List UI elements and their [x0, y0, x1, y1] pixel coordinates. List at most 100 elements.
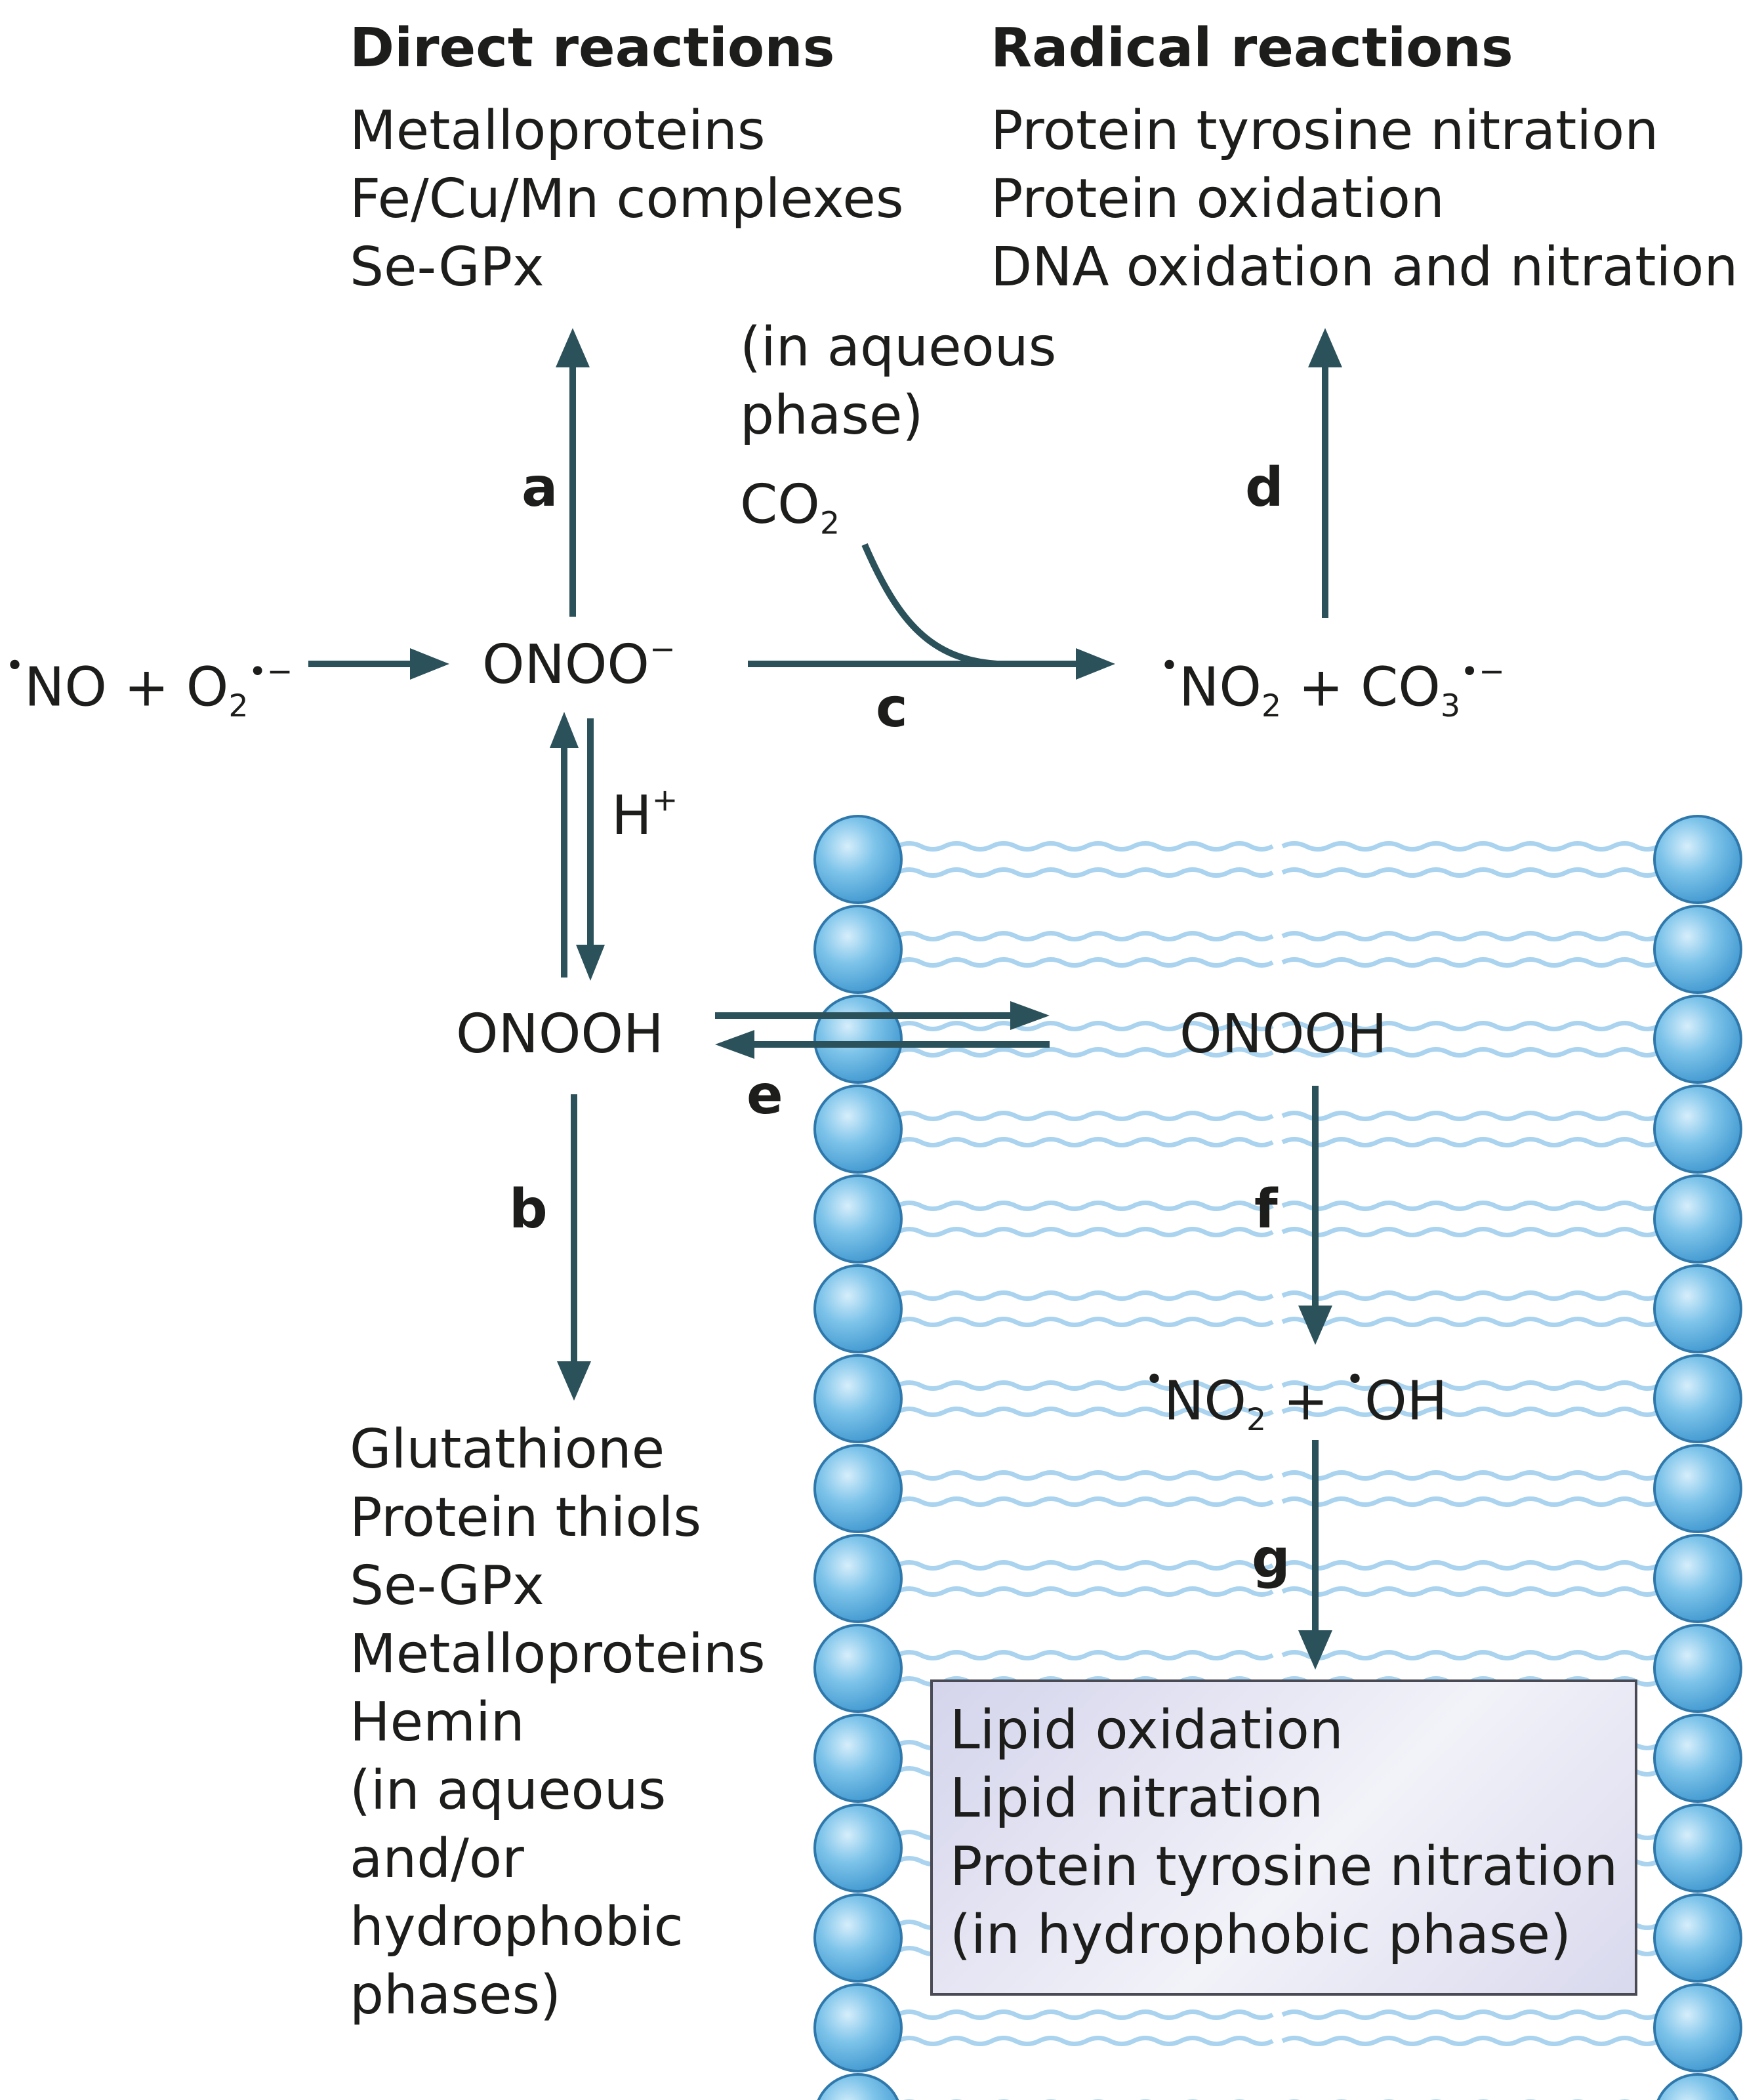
lipid-tail — [896, 1407, 1274, 1417]
lipid-head — [813, 905, 903, 994]
heading-direct-reactions: Direct reactions — [350, 17, 835, 79]
lipid-tail — [1281, 1137, 1660, 1147]
lipid-tail — [1281, 1586, 1660, 1597]
lipid-bilayer — [813, 815, 1742, 2100]
label-d: d — [1245, 457, 1284, 519]
reactants-no-superoxide: •NO + O2•− — [5, 646, 293, 724]
arrow-f-head — [1298, 1306, 1332, 1345]
lipid-tail — [1281, 1650, 1660, 1660]
lipid-tail — [896, 1111, 1274, 1121]
lipid-head — [1653, 1624, 1742, 1713]
lipid-item: Lipid oxidation — [950, 1699, 1344, 1761]
thiol-item: phases) — [350, 1964, 562, 2027]
lipid-head — [817, 2073, 899, 2100]
aqueous-phase-note: phase) — [740, 384, 924, 447]
lipid-tail — [1281, 1227, 1660, 1237]
lipid-head — [813, 1534, 903, 1623]
lipid-head — [1653, 1174, 1742, 1264]
peroxynitrous-acid-aqueous: ONOOH — [456, 1003, 664, 1065]
lipid-tail — [1281, 931, 1660, 941]
arrow-formation-head — [410, 648, 449, 680]
lipid-head — [813, 815, 903, 904]
thiol-item: Glutathione — [350, 1418, 665, 1481]
direct-item: Metalloproteins — [350, 100, 766, 162]
peroxynitrous-acid-membrane: ONOOH — [1179, 1003, 1387, 1065]
label-e: e — [747, 1064, 783, 1126]
proton-label: H+ — [611, 782, 678, 847]
lipid-tail — [1281, 1047, 1660, 1058]
lipid-head — [1653, 1354, 1742, 1443]
lipid-tail — [896, 957, 1274, 968]
lipid-tail — [1281, 1407, 1660, 1417]
lipid-tail — [896, 931, 1274, 941]
lipid-tail — [896, 1470, 1274, 1481]
direct-item: Se-GPx — [350, 236, 544, 299]
lipid-tail — [1281, 841, 1660, 852]
lipid-tail — [1281, 2009, 1660, 2020]
lipid-tail — [896, 841, 1274, 852]
lipid-products-box — [930, 1679, 1637, 1996]
radical-item: DNA oxidation and nitration — [991, 236, 1738, 299]
lipid-head — [1653, 905, 1742, 994]
thiol-item: Metalloproteins — [350, 1623, 766, 1685]
lipid-head — [813, 1354, 903, 1443]
lipid-head — [1653, 1444, 1742, 1533]
co2-merge-curve — [861, 543, 998, 667]
thiol-item: Protein thiols — [350, 1487, 702, 1549]
arrow-c-head — [1076, 648, 1115, 680]
lipid-item: Protein tyrosine nitration — [950, 1836, 1618, 1898]
lipid-head — [813, 1983, 903, 2072]
arrow-e-left-head — [715, 1030, 754, 1059]
lipid-head — [1653, 995, 1742, 1084]
lipid-head — [1653, 1534, 1742, 1623]
lipid-tail — [1281, 957, 1660, 968]
arrow-g-head — [1298, 1630, 1332, 1670]
lipid-head — [1653, 1983, 1742, 2072]
lipid-item: Lipid nitration — [950, 1767, 1324, 1830]
lipid-tail — [896, 1317, 1274, 1327]
thiol-item: and/or — [350, 1828, 524, 1890]
lipid-tail — [1281, 1201, 1660, 1211]
lipid-head — [1653, 1803, 1742, 1893]
products-no2-hydroxyl: •NO2 + •OH — [1145, 1360, 1448, 1438]
lipid-head — [813, 1714, 903, 1803]
lipid-tail — [896, 1290, 1274, 1301]
lipid-head — [813, 1893, 903, 1983]
lipid-tail — [1281, 1021, 1660, 1031]
lipid-tail — [1281, 1496, 1660, 1507]
label-f: f — [1254, 1178, 1278, 1241]
products-no2-carbonate: •NO2 + CO3•− — [1160, 646, 1506, 724]
lipid-tail — [896, 1137, 1274, 1147]
lipid-tail — [896, 2036, 1274, 2046]
lipid-tail — [896, 1021, 1274, 1031]
radical-item: Protein oxidation — [991, 168, 1445, 230]
lipid-head — [813, 995, 903, 1084]
label-b: b — [509, 1178, 548, 1241]
arrow-b-head — [557, 1361, 591, 1401]
lipid-heads — [813, 815, 1742, 2100]
radical-item: Protein tyrosine nitration — [991, 100, 1659, 162]
lipid-head — [1653, 1893, 1742, 1983]
arrow-a-head — [556, 328, 590, 367]
lipid-tail — [1281, 1560, 1660, 1571]
lipid-tail — [1281, 1317, 1660, 1327]
lipid-tail — [1281, 1380, 1660, 1391]
lipid-tail — [1281, 1470, 1660, 1481]
lipid-tail — [1281, 2036, 1660, 2046]
lipid-tail — [896, 2009, 1274, 2020]
lipid-head — [813, 1444, 903, 1533]
lipid-tail — [896, 1560, 1274, 1571]
arrow-d-head — [1308, 328, 1342, 367]
lipid-item: (in hydrophobic phase) — [950, 1904, 1572, 1966]
lipid-head — [1653, 1264, 1742, 1353]
lipid-tail — [896, 1201, 1274, 1211]
aqueous-phase-note: (in aqueous — [740, 316, 1057, 379]
lipid-head — [1653, 1714, 1742, 1803]
arrow-e-right-head — [1010, 1001, 1050, 1030]
co2-label: CO2 — [740, 474, 840, 542]
lipid-tail — [1281, 1290, 1660, 1301]
label-c: c — [876, 677, 908, 739]
lipid-head — [813, 1264, 903, 1353]
heading-radical-reactions: Radical reactions — [991, 17, 1513, 79]
